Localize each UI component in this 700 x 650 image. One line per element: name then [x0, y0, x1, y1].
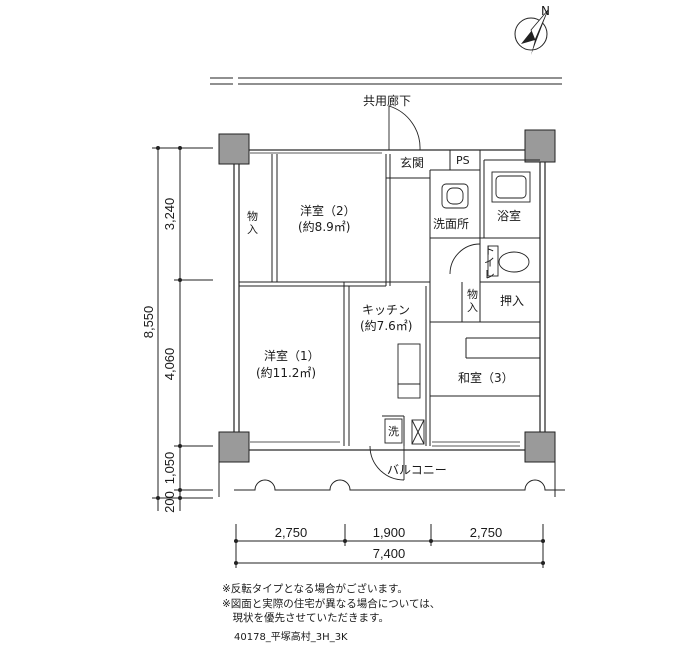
- western-room-1-area: (約11.2㎡): [256, 365, 316, 380]
- dim-v-total: 8,550: [141, 306, 156, 339]
- western-room-2-area: (約8.9㎡): [298, 219, 350, 234]
- horizontal-dimension-dots: [234, 539, 545, 565]
- windows: [250, 152, 520, 447]
- interior-walls: [239, 150, 540, 446]
- toilet-label-2: イ: [484, 256, 495, 269]
- dim-h-1900: 1,900: [373, 525, 406, 540]
- vertical-dimension-dots: [156, 146, 182, 500]
- western-room-1-name: 洋室（1）: [264, 348, 320, 363]
- closet-label: 押入: [500, 294, 524, 308]
- washer-label: 洗: [388, 425, 399, 438]
- dim-h-2750-a: 2,750: [275, 525, 308, 540]
- plan-code: 40178_平塚高村_3H_3K: [234, 632, 348, 643]
- dim-h-total: 7,400: [373, 546, 406, 561]
- north-label: N: [541, 4, 550, 18]
- dim-v-1050: 1,050: [162, 452, 177, 485]
- balcony-label: バルコニー: [387, 463, 447, 477]
- washroom-label: 洗面所: [433, 217, 469, 231]
- japanese-room-name: 和室（3）: [458, 370, 514, 385]
- western-room-2-name: 洋室（2）: [300, 203, 356, 218]
- storage-mid-label-2: 入: [467, 301, 478, 314]
- doors: [369, 105, 481, 481]
- kitchen-area: (約7.6㎡): [360, 318, 412, 333]
- corridor-label: 共用廊下: [363, 93, 411, 108]
- entrance-label: 玄関: [400, 155, 424, 170]
- dim-v-3240: 3,240: [162, 198, 177, 231]
- dim-v-4060: 4,060: [162, 348, 177, 381]
- balcony-rail: [218, 462, 565, 497]
- room-labels: 物 入 洋室（2） (約8.9㎡) 玄関 PS 洗面所 浴室 ト イ レ 物 入…: [247, 154, 524, 477]
- corridor-lines: [210, 77, 562, 85]
- dim-h-2750-b: 2,750: [470, 525, 503, 540]
- note-line-2: ※図面と実際の住宅が異なる場合については、: [222, 598, 441, 610]
- toilet-label-1: ト: [484, 244, 495, 257]
- fixtures: [384, 171, 531, 445]
- storage-left-label-2: 入: [247, 223, 258, 236]
- ps-label: PS: [456, 154, 470, 167]
- outer-walls: [233, 149, 546, 451]
- horizontal-dimensions: [234, 524, 545, 568]
- compass-icon: N: [514, 4, 550, 55]
- note-line-1: ※反転タイプとなる場合がございます。: [222, 583, 408, 595]
- dim-v-200: 200: [162, 491, 177, 513]
- bathroom-label: 浴室: [497, 208, 521, 223]
- columns: [218, 129, 556, 463]
- storage-left-label-1: 物: [247, 209, 258, 223]
- storage-mid-label-1: 物: [467, 287, 478, 301]
- kitchen-name: キッチン: [362, 303, 410, 317]
- note-line-3: 現状を優先させていただきます。: [222, 612, 389, 624]
- toilet-label-3: レ: [484, 268, 495, 281]
